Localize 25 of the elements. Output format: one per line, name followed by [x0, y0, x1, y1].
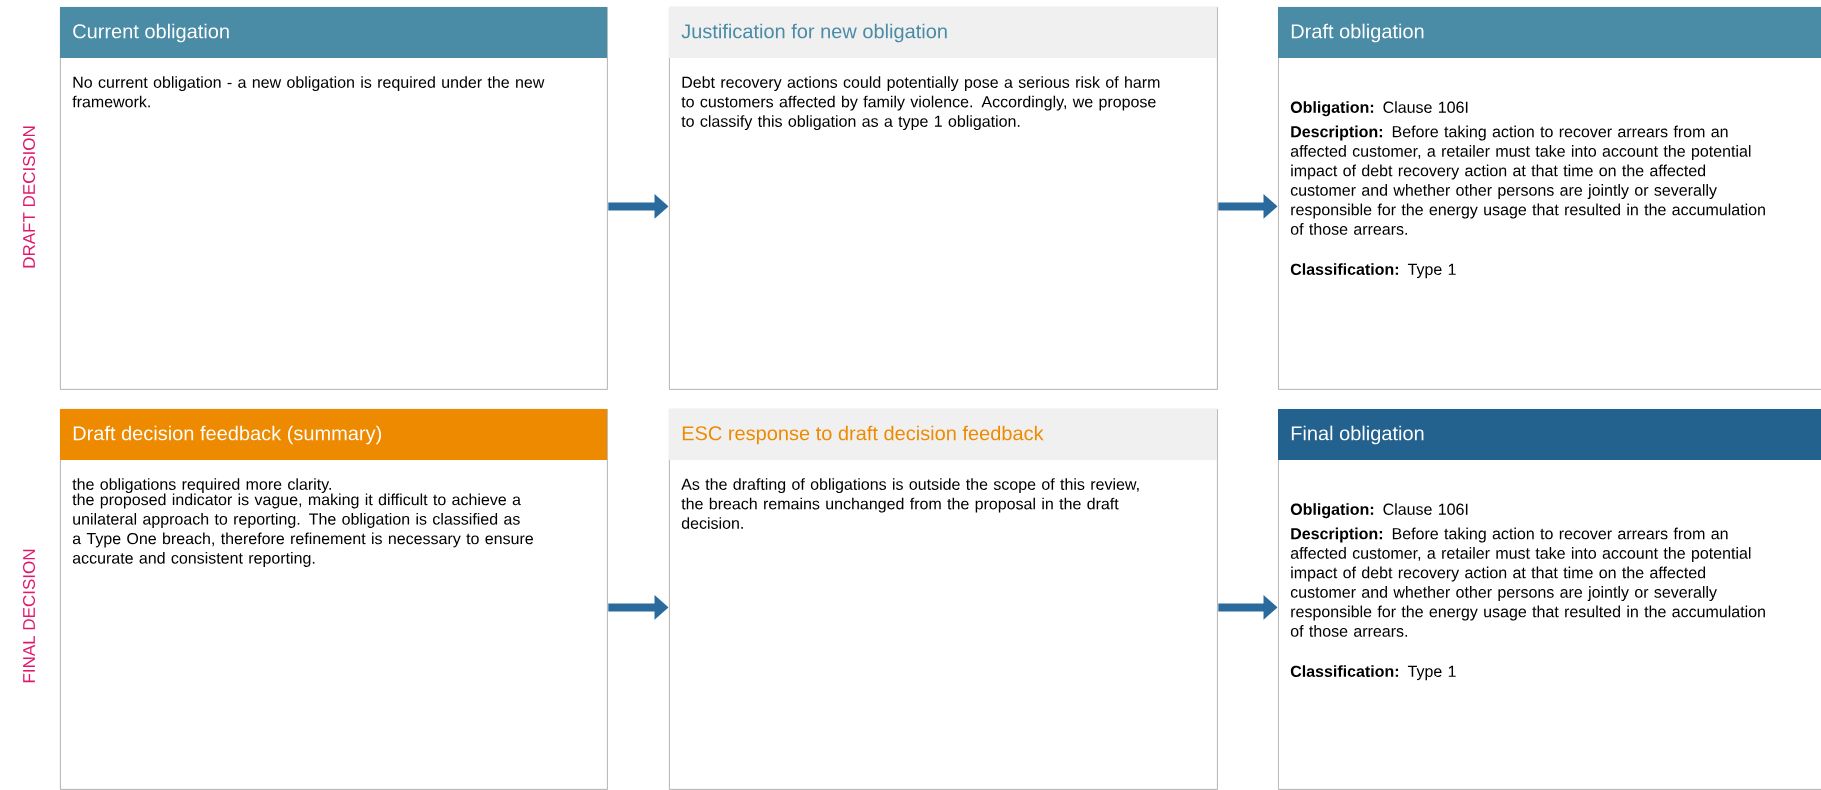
panel-heading: Final obligation [1291, 425, 1424, 445]
side-label: FINAL DECISION [23, 549, 36, 683]
body-text: Classification: Type 1 [1290, 665, 1456, 681]
content-panel [60, 409, 608, 790]
side-label: DRAFT DECISION [23, 126, 36, 268]
body-text: Description: Before taking action to recover arrears from an affected customer, a retailer must take into account the potential impact of debt recovery action at that time on the affected customer and whether other persons are jointly or severally responsible for the energy usage that resulted in the accumulation of those arrears. [1290, 125, 1765, 235]
panel-heading: ESC response to draft decision feedback [682, 425, 1044, 445]
body-text: As the drafting of obligations is outside the scope of this review, the breach remains unchanged from the proposal in the draft decision. [681, 478, 1139, 529]
content-panel [669, 409, 1218, 790]
body-text: Debt recovery actions could potentially pose a serious risk of harm to customers affected by family violence. Accordingly, we propose to classify this obligation as a type 1 obligation. [681, 76, 1160, 131]
panel-heading: Current obligation [73, 23, 229, 43]
panel-heading: Justification for new obligation [681, 23, 947, 43]
body-text: the proposed indicator is vague, making it difficult to achieve a unilateral approach to reporting. The obligation is classified as a Type One breach, therefore refinement is necessary to ensure accurate and consistent reporting. [72, 493, 533, 567]
panel-heading: Draft decision feedback (summary) [73, 425, 382, 445]
content-panel [1278, 7, 1821, 390]
body-text: Classification: Type 1 [1290, 263, 1456, 279]
body-text: Description: Before taking action to recover arrears from an affected customer, a retailer must take into account the potential impact of debt recovery action at that time on the affected customer and whether other persons are jointly or severally responsible for the energy usage that resulted in the accumulation of those arrears. [1290, 527, 1765, 637]
content-panel [669, 7, 1218, 390]
body-text: the obligations required more clarity. [72, 478, 331, 494]
body-text: Obligation: Clause 106I [1290, 503, 1468, 519]
content-panel [60, 7, 608, 390]
panel-heading: Draft obligation [1291, 23, 1424, 43]
content-panel [1278, 409, 1821, 790]
body-text: Obligation: Clause 106I [1290, 101, 1468, 117]
body-text: No current obligation - a new obligation is required under the new framework. [72, 76, 545, 108]
